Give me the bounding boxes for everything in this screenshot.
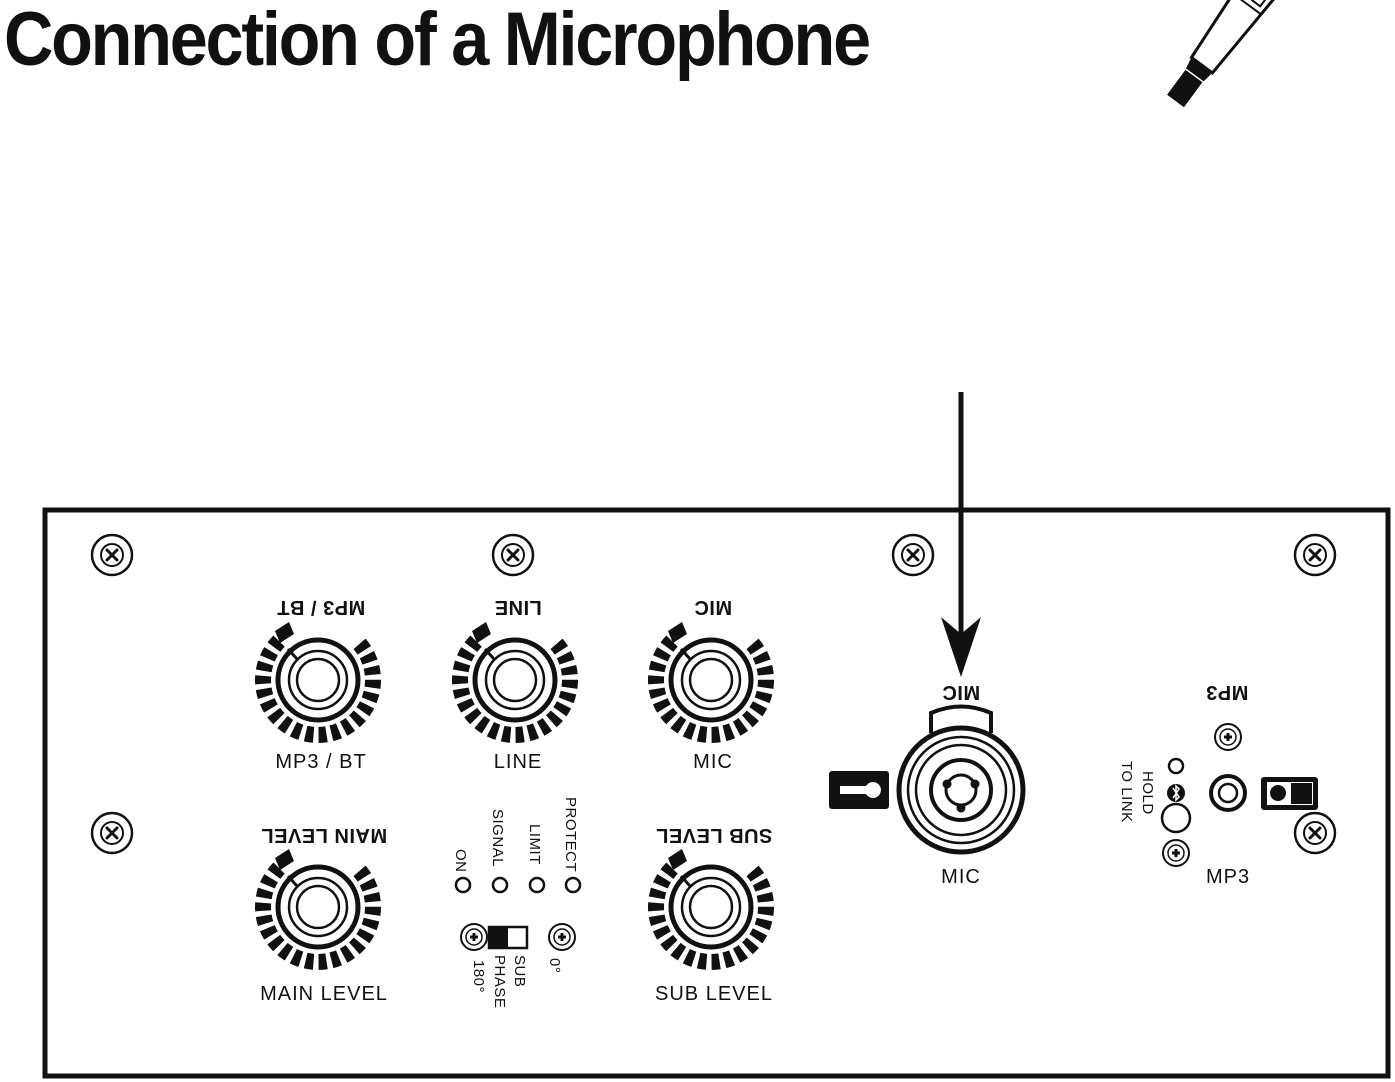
mp3-label-inverted: MP3 [1206, 681, 1249, 703]
mp3-switch [1261, 777, 1318, 810]
on-label: ON [452, 849, 469, 873]
line-volume-knob [460, 622, 570, 735]
mp3-label: MP3 [1206, 866, 1250, 888]
mic-input-label-inverted: MIC [942, 681, 980, 703]
mp3-panel-screw [1161, 838, 1191, 868]
sub-label: SUB [511, 955, 528, 987]
mp3-bt-label-inverted: MP3 / BT [277, 596, 365, 618]
sub-level-knob [656, 849, 766, 962]
bluetooth-led [1167, 757, 1185, 775]
limit-label: LIMIT [526, 824, 543, 865]
phase-0-label: 0° [546, 958, 563, 973]
phase-switch-screw [547, 922, 577, 952]
mounting-screw [90, 533, 134, 577]
mp3-bt-volume-knob [263, 622, 373, 735]
mic-volume-knob [656, 622, 766, 735]
mp3-panel-screw [1213, 722, 1243, 752]
main-level-knob [263, 849, 373, 962]
signal-led [491, 876, 509, 894]
line-label: LINE [494, 751, 542, 773]
sub-level-label: SUB LEVEL [655, 983, 773, 1005]
phase-label: PHASE [491, 955, 508, 1008]
sub-level-label-inverted: SUB LEVEL [656, 824, 773, 846]
phase-180-label: 180° [470, 960, 487, 993]
on-led [454, 876, 472, 894]
mic-label-inverted: MIC [694, 596, 732, 618]
phase-switch-screw [459, 922, 489, 952]
mounting-screw [491, 533, 535, 577]
bluetooth-link-button[interactable] [1160, 802, 1192, 834]
mounting-screw [891, 533, 935, 577]
main-level-label-inverted: MAIN LEVEL [261, 824, 387, 846]
jack-plug-icon [829, 771, 889, 809]
page-title: Connection of a Microphone [4, 0, 871, 82]
mounting-screw [1293, 811, 1337, 855]
amplifier-panel [42, 507, 1391, 1079]
mp3-jack [1209, 774, 1247, 812]
bluetooth-icon [1167, 784, 1185, 802]
mic-label: MIC [693, 751, 733, 773]
protect-label: PROTECT [562, 797, 579, 872]
mic-input-label: MIC [941, 866, 981, 888]
main-level-label: MAIN LEVEL [260, 983, 388, 1005]
mic-combo-input [896, 704, 1026, 855]
mounting-screw [90, 811, 134, 855]
mp3-bt-label: MP3 / BT [275, 751, 366, 773]
arrow-head [941, 617, 981, 677]
mounting-screw [1293, 533, 1337, 577]
hold-label: HOLD [1139, 771, 1156, 815]
limit-led [528, 876, 546, 894]
signal-label: SIGNAL [489, 809, 506, 867]
protect-led [564, 876, 582, 894]
to-link-label: TO LINK [1118, 761, 1135, 823]
line-label-inverted: LINE [494, 596, 542, 618]
switch-toggle [489, 927, 508, 948]
microphone-illustration [1167, 0, 1360, 108]
